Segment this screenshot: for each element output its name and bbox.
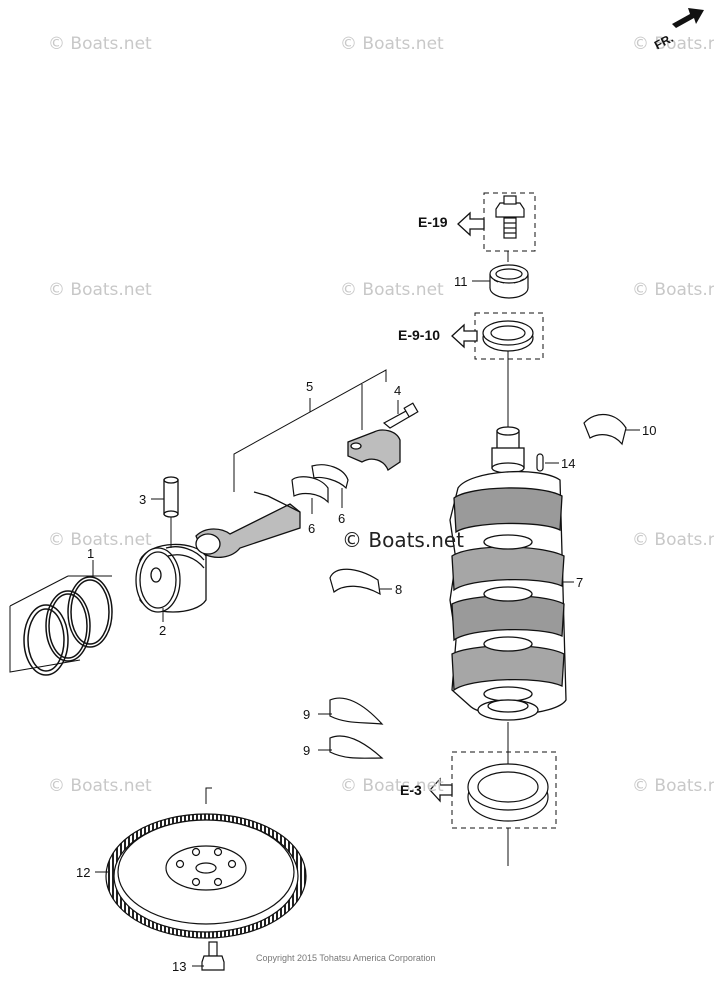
callout-9b[interactable]: 9 (303, 743, 311, 758)
connecting-rod-5 (195, 491, 301, 559)
callout-4[interactable]: 4 (394, 383, 402, 398)
callout-3[interactable]: 3 (139, 492, 147, 507)
bolt-e19-group (483, 192, 536, 252)
callout-9a[interactable]: 9 (303, 707, 311, 722)
rod-bearing-6b (311, 464, 349, 490)
rod-bearing-6a (291, 476, 329, 504)
piston-pin-3 (163, 476, 179, 518)
oil-seal-upper (474, 312, 544, 360)
watermark: © Boats.net (632, 280, 714, 300)
piston-2 (135, 543, 207, 613)
flywheel-12 (105, 813, 307, 939)
piston-rings-1 (9, 575, 113, 676)
crankshaft-7 (449, 426, 567, 721)
watermark: © Boats.net (48, 34, 152, 54)
oil-seal-lower (451, 751, 557, 829)
watermark: © Boats.net (340, 280, 444, 300)
callout-6a[interactable]: 6 (308, 521, 316, 536)
callout-1[interactable]: 1 (87, 546, 95, 561)
watermark: © Boats.net (48, 530, 152, 550)
watermark: © Boats.net (632, 530, 714, 550)
callout-12[interactable]: 12 (76, 865, 91, 880)
watermark: © Boats.net (632, 34, 714, 54)
callout-8[interactable]: 8 (395, 582, 403, 597)
watermark: © Boats.net (340, 776, 444, 796)
reference-e3[interactable]: E-3 (400, 782, 422, 798)
flywheel-bolt-13 (201, 941, 225, 971)
bolt-4 (382, 402, 419, 429)
callout-5[interactable]: 5 (306, 379, 314, 394)
callout-11[interactable]: 11 (454, 274, 468, 289)
reference-arrow-e910-icon (451, 323, 478, 349)
reference-e910[interactable]: E-9-10 (398, 327, 441, 343)
callout-10[interactable]: 10 (642, 423, 657, 438)
watermark: © Boats.net (48, 776, 152, 796)
reference-arrow-e19-icon (457, 211, 485, 237)
callout-7[interactable]: 7 (576, 575, 584, 590)
watermark: © Boats.net (340, 34, 444, 54)
callout-14[interactable]: 14 (561, 456, 576, 471)
callout-13[interactable]: 13 (172, 959, 187, 974)
thrust-bearing-9a (329, 697, 384, 725)
watermark: © Boats.net (48, 280, 152, 300)
thrust-bearing-9b (329, 735, 384, 759)
callout-6b[interactable]: 6 (338, 511, 346, 526)
main-bearing-8 (329, 568, 381, 596)
reference-e19[interactable]: E-19 (418, 214, 448, 230)
bracket-5 (233, 369, 387, 492)
bearing-11 (489, 264, 529, 299)
copyright-notice: Copyright 2015 Tohatsu America Corporati… (256, 953, 436, 963)
rod-cap (347, 429, 401, 471)
callout-2[interactable]: 2 (159, 623, 167, 638)
pin-14 (536, 453, 544, 472)
center-watermark: © Boats.net (342, 528, 465, 552)
watermark: © Boats.net (632, 776, 714, 796)
thrust-bearing-10 (583, 414, 627, 446)
flywheel-axis-top (205, 787, 212, 804)
front-direction-arrow-icon (672, 8, 704, 28)
reference-arrow-e3-icon (429, 777, 453, 803)
